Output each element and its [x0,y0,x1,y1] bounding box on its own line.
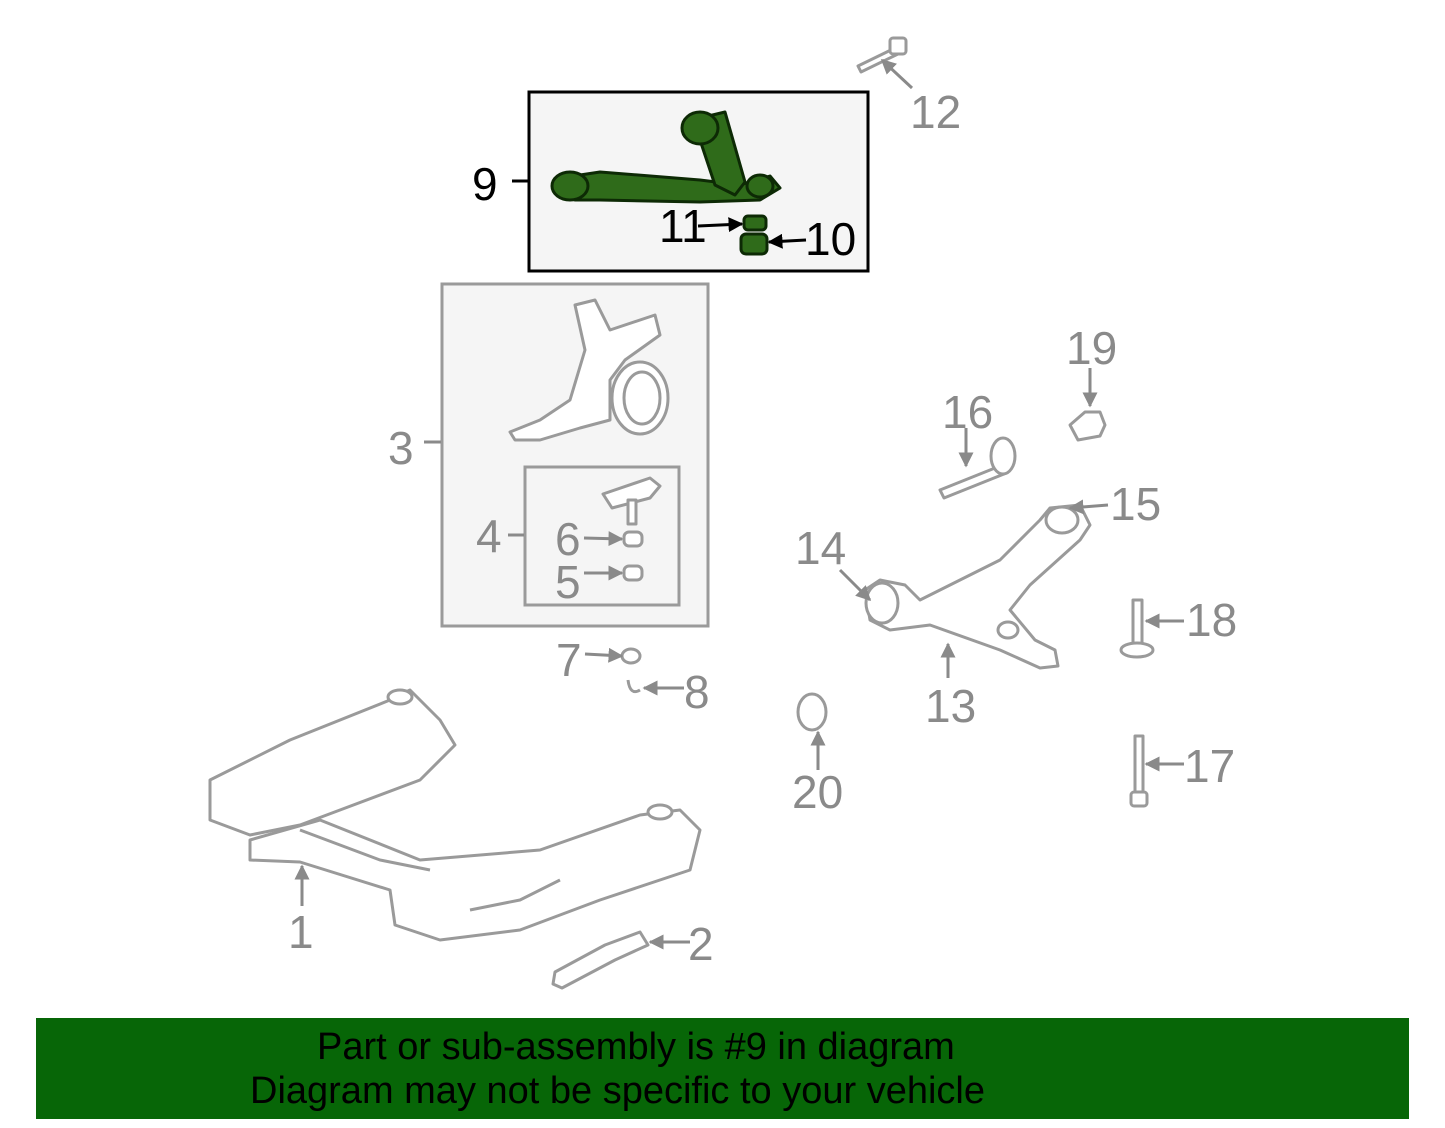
stopper-19-part[interactable] [1068,410,1107,442]
callout-13[interactable]: 13 [925,680,976,732]
steering-knuckle-part[interactable] [508,298,670,442]
bolt-17-part[interactable] [1129,734,1149,808]
bushing-11-part[interactable] [742,214,768,232]
callout-1[interactable]: 1 [288,906,314,958]
callout-7[interactable]: 7 [556,634,582,686]
banner-line-1: Part or sub-assembly is #9 in diagram [317,1026,955,1068]
leader-6 [583,531,624,547]
leader-12 [880,58,914,90]
callout-14[interactable]: 14 [795,522,846,574]
knuckle-group: 3 4 6 5 [388,282,710,628]
callout-6[interactable]: 6 [555,513,581,565]
callout-8[interactable]: 8 [684,666,710,718]
callout-10[interactable]: 10 [805,213,856,265]
callout-16[interactable]: 16 [942,386,993,438]
subframe-part[interactable] [208,688,702,942]
callout-9[interactable]: 9 [472,158,498,210]
callout-15[interactable]: 15 [1110,478,1161,530]
leader-7 [584,647,624,663]
bolt-16-part[interactable] [938,436,1017,500]
bolt-12-part[interactable] [856,36,908,74]
callout-20[interactable]: 20 [792,766,843,818]
callout-17[interactable]: 17 [1184,740,1235,792]
ball-joint-4-part[interactable] [601,476,662,526]
banner-line-2: Diagram may not be specific to your vehi… [250,1070,985,1112]
lower-control-arm-part[interactable] [863,503,1092,670]
leader-10 [767,233,807,249]
nut-5-part[interactable] [622,564,644,582]
upper-control-arm-group: 9 11 10 [472,90,870,273]
upper-control-arm-part[interactable] [550,110,782,204]
callout-18[interactable]: 18 [1186,594,1237,646]
callout-12[interactable]: 12 [910,86,961,138]
bolt-18-part[interactable] [1119,598,1155,659]
leader-11 [697,217,744,233]
callout-11[interactable]: 11 [659,200,707,252]
bushing-10-part[interactable] [739,232,769,256]
callout-2[interactable]: 2 [688,918,714,970]
callout-19[interactable]: 19 [1066,322,1117,374]
callout-4[interactable]: 4 [476,510,502,562]
leader-15 [1068,499,1109,515]
callout-3[interactable]: 3 [388,422,414,474]
boot-6-part[interactable] [622,530,644,548]
leader-14 [838,568,872,602]
info-banner: Part or sub-assembly is #9 in diagram Di… [36,1018,1409,1119]
bracket-2-part[interactable] [551,930,650,990]
cotter-7-part[interactable] [620,647,642,665]
clip-8-part[interactable] [626,679,641,694]
callout-5[interactable]: 5 [555,556,581,608]
cap-20-part[interactable] [796,692,828,732]
